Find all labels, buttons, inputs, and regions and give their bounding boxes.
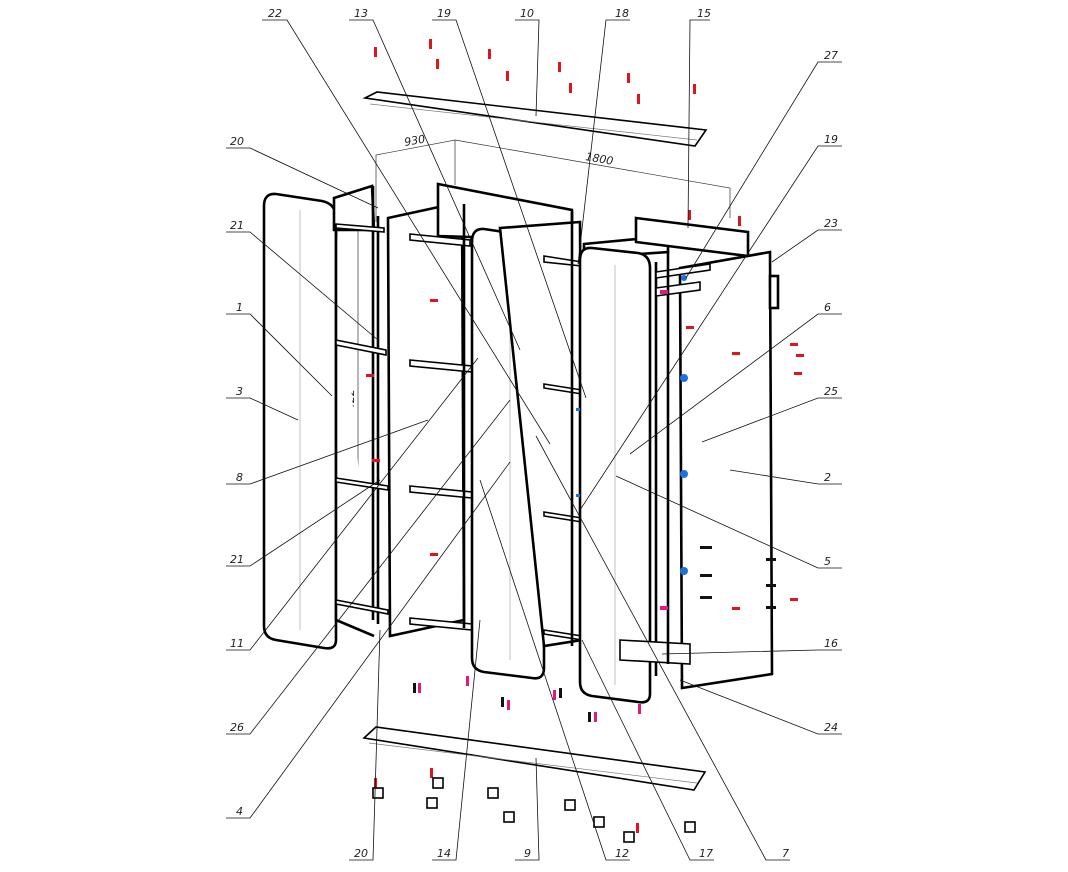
callout-12: 12 [615, 847, 629, 860]
callout-13: 13 [354, 7, 368, 20]
callout-labels: 22 13 19 10 18 15 27 19 20 23 21 1 6 3 2… [230, 7, 838, 860]
left-door [262, 192, 338, 650]
callout-22: 22 [268, 7, 282, 20]
callout-26: 26 [230, 721, 244, 734]
callout-4: 4 [236, 805, 243, 818]
callout-8: 8 [236, 471, 243, 484]
callout-16: 16 [824, 637, 838, 650]
callout-11: 11 [230, 637, 244, 650]
callout-9: 9 [524, 847, 531, 860]
right-cabinet [619, 216, 780, 690]
callout-20-bottom: 20 [354, 847, 368, 860]
callout-25: 25 [824, 385, 838, 398]
hardware-fasteners [366, 39, 804, 843]
callout-21-top: 21 [230, 219, 244, 232]
top-panel [362, 91, 708, 147]
left-shelves [335, 223, 389, 615]
dim-top-width: 930 [403, 133, 426, 149]
callout-17: 17 [699, 847, 713, 860]
callout-20-top: 20 [230, 135, 244, 148]
callout-7: 7 [782, 847, 789, 860]
callout-3: 3 [236, 385, 243, 398]
callout-19-top: 19 [437, 7, 451, 20]
bottom-panel [362, 726, 707, 791]
callout-2: 2 [824, 471, 831, 484]
callout-21-bottom: 21 [230, 553, 244, 566]
callout-6: 6 [824, 301, 831, 314]
callout-23: 23 [824, 217, 838, 230]
right-center-door [578, 246, 652, 704]
callout-18: 18 [615, 7, 629, 20]
callout-10: 10 [520, 7, 534, 20]
callout-5: 5 [824, 555, 831, 568]
callout-24: 24 [824, 721, 838, 734]
callout-1: 1 [236, 301, 243, 314]
dim-mid-width: 1800 [584, 150, 614, 168]
callout-19-right: 19 [824, 133, 838, 146]
callout-15: 15 [697, 7, 711, 20]
left-carcass [332, 184, 466, 638]
callout-14: 14 [437, 847, 451, 860]
callout-27: 27 [824, 49, 838, 62]
leader-lines [226, 19, 842, 861]
